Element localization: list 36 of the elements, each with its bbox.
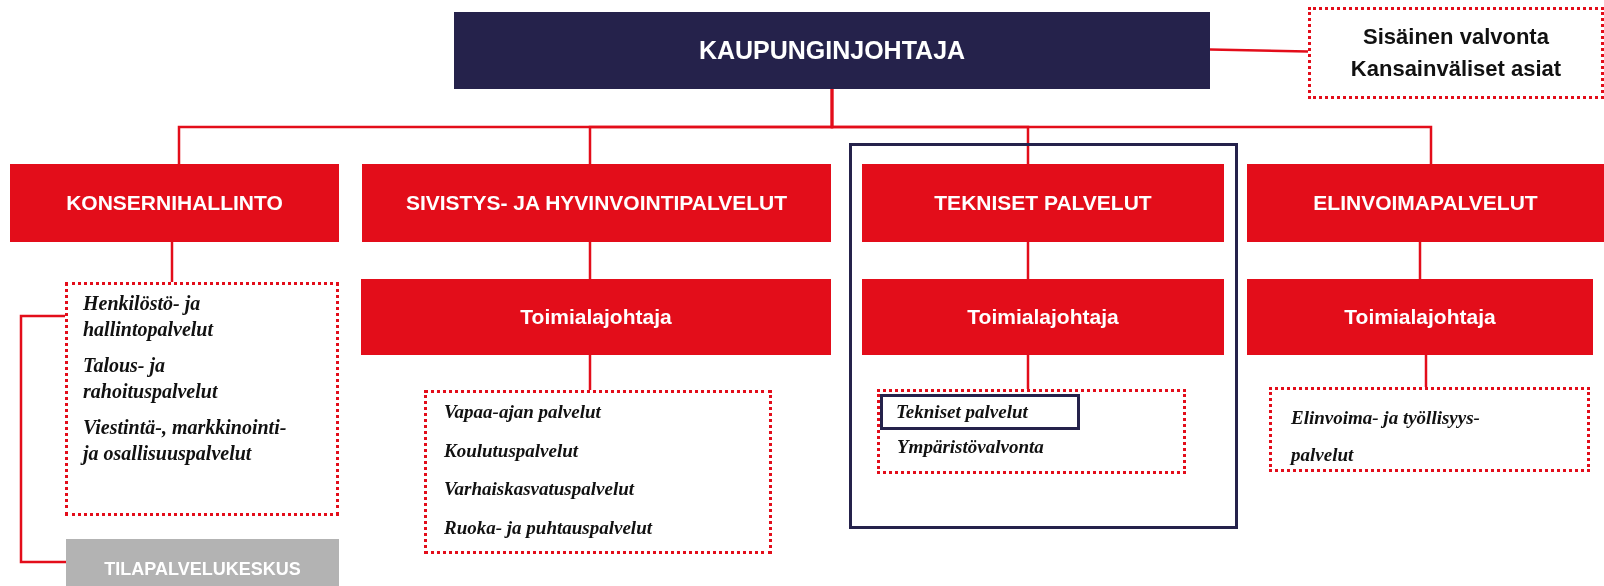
service-item: Koulutuspalvelut [444, 438, 580, 463]
highlight-frame [849, 143, 1238, 529]
connector-line [1418, 242, 1422, 279]
department-box: KONSERNIHALLINTO [10, 164, 339, 242]
department-box: Toimialajohtaja [862, 279, 1224, 355]
dotted-list-box [1269, 387, 1590, 472]
service-item: Varhaiskasvatuspalvelut [444, 477, 636, 502]
department-box: TEKNISET PALVELUT [862, 164, 1224, 242]
unit-name: Sisäinen valvonta [1363, 23, 1549, 52]
highlight-box: Tekniset palvelut [880, 394, 1080, 430]
director-box: KAUPUNGINJOHTAJA [454, 12, 1210, 89]
connector-line [588, 242, 592, 279]
service-item: Talous- ja rahoituspalvelut [83, 353, 219, 404]
unit-name: Kansainväliset asiat [1350, 55, 1562, 83]
unit-box: TILAPALVELUKESKUS [66, 539, 339, 586]
connector-line [19, 314, 66, 564]
service-item: Vapaa-ajan palvelut [444, 400, 603, 424]
connector-line [588, 355, 592, 390]
connector-line [830, 89, 1433, 164]
dotted-list-box [877, 389, 1186, 474]
service-item: Henkilöstö- ja hallintopalvelut [83, 291, 215, 342]
department-box: SIVISTYS- JA HYVINVOINTIPALVELUT [362, 164, 831, 242]
service-item: Elinvoima- ja työllisyys- palvelut [1291, 406, 1481, 467]
dotted-list-box [424, 390, 772, 554]
connector-line [1026, 355, 1030, 389]
dotted-list-box [65, 282, 339, 516]
connector-line [1424, 355, 1428, 387]
connector-line [1209, 48, 1309, 53]
service-item: Ympäristövalvonta [897, 435, 1045, 459]
dotted-note-box [1308, 7, 1604, 99]
department-box: Toimialajohtaja [1247, 279, 1593, 355]
department-box: ELINVOIMAPALVELUT [1247, 164, 1604, 242]
service-item: Ruoka- ja puhtauspalvelut [444, 516, 654, 541]
department-box: Toimialajohtaja [361, 279, 831, 355]
connector-line [1026, 242, 1030, 279]
connector-line [170, 242, 174, 282]
